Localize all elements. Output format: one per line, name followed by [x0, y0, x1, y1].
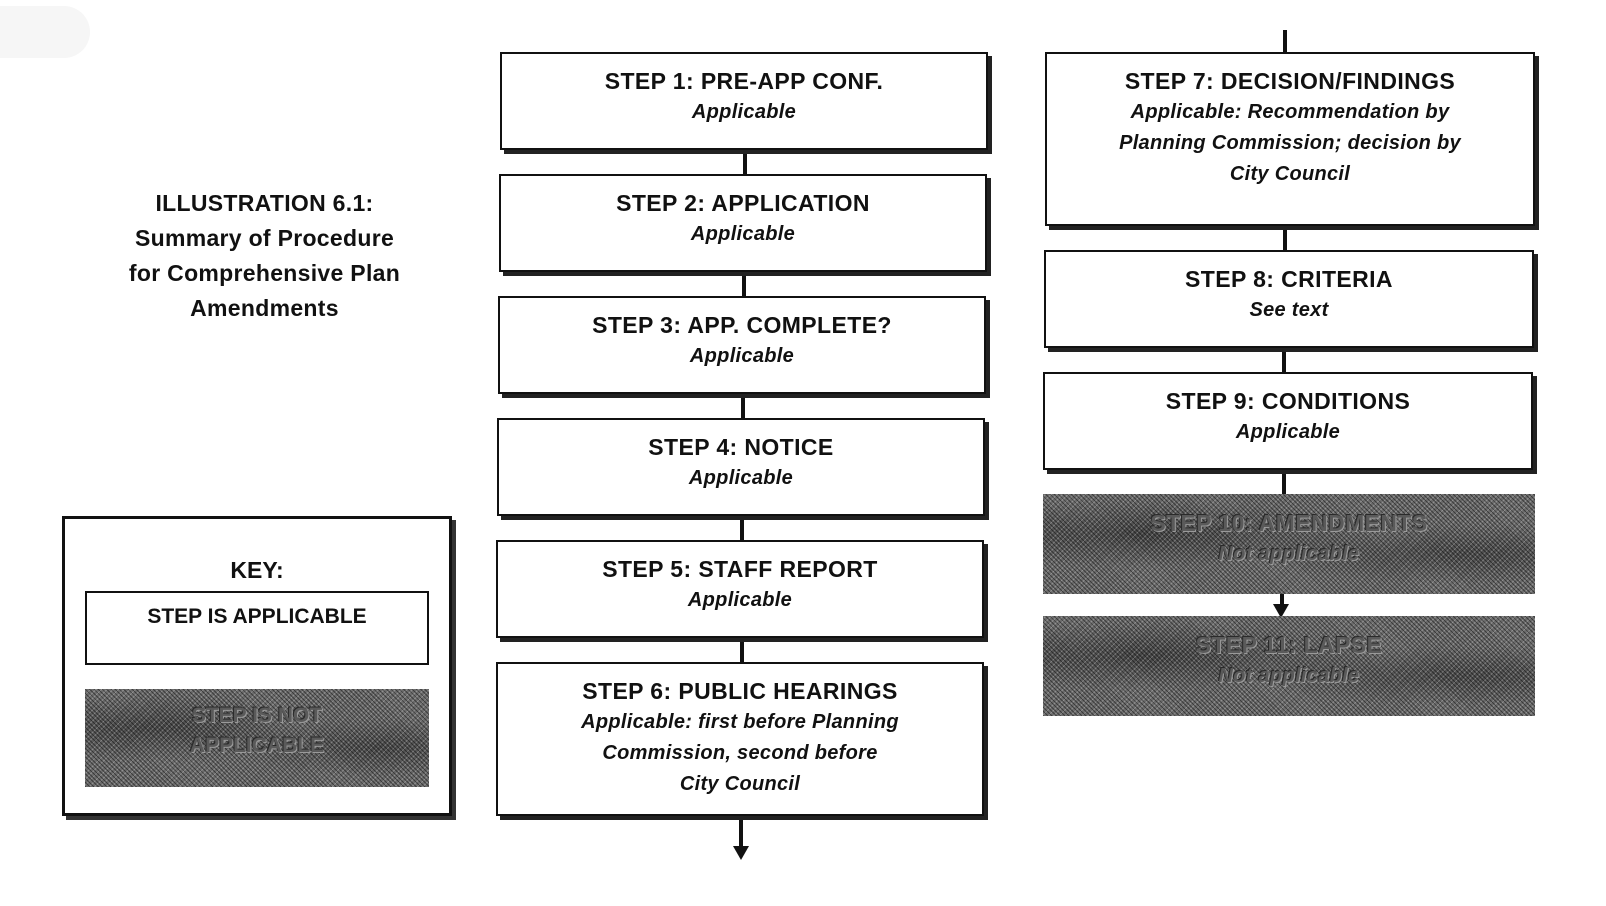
- step-detail-line: Applicable: Recommendation by: [1130, 101, 1450, 123]
- step-10-box: STEP 10: AMENDMENTS Not applicable: [1043, 494, 1535, 594]
- illustration-title: ILLUSTRATION 6.1: Summary of Procedure f…: [92, 186, 437, 326]
- legend-not-applicable-line-2: APPLICABLE: [189, 734, 325, 757]
- step-heading: STEP 5: STAFF REPORT: [602, 556, 878, 582]
- arrow-down-icon: [733, 846, 749, 860]
- legend-applicable-label: STEP IS APPLICABLE: [147, 605, 367, 628]
- title-line-1: ILLUSTRATION 6.1:: [155, 190, 374, 216]
- step-heading: STEP 3: APP. COMPLETE?: [592, 312, 892, 338]
- step-status: Applicable: [687, 589, 793, 611]
- step-status: Not applicable: [1218, 665, 1360, 687]
- step-1-box: STEP 1: PRE-APP CONF. Applicable: [500, 52, 988, 150]
- connector-1-2: [743, 150, 747, 176]
- connector-in-7: [1283, 30, 1287, 54]
- connector-2-3: [742, 272, 746, 298]
- step-3-box: STEP 3: APP. COMPLETE? Applicable: [498, 296, 986, 394]
- step-heading: STEP 6: PUBLIC HEARINGS: [582, 678, 898, 704]
- step-heading: STEP 9: CONDITIONS: [1165, 388, 1411, 414]
- step-4-box: STEP 4: NOTICE Applicable: [497, 418, 985, 516]
- step-9-box: STEP 9: CONDITIONS Applicable: [1043, 372, 1533, 470]
- connector-6-out: [739, 818, 743, 848]
- step-status: Applicable: [688, 467, 794, 489]
- step-5-box: STEP 5: STAFF REPORT Applicable: [496, 540, 984, 638]
- title-line-3: for Comprehensive Plan: [128, 260, 401, 286]
- step-heading: STEP 1: PRE-APP CONF.: [604, 68, 884, 94]
- step-detail-line: Applicable: first before Planning: [581, 711, 899, 733]
- step-heading: STEP 8: CRITERIA: [1185, 266, 1393, 292]
- step-status: See text: [1249, 299, 1329, 321]
- connector-3-4: [741, 394, 745, 420]
- step-heading: STEP 11: LAPSE: [1195, 632, 1383, 658]
- arrow-down-icon: [1273, 604, 1289, 618]
- step-2-box: STEP 2: APPLICATION Applicable: [499, 174, 987, 272]
- step-detail-line: City Council: [1229, 163, 1351, 185]
- step-detail-line: City Council: [679, 773, 801, 795]
- connector-4-5: [740, 516, 744, 542]
- step-8-box: STEP 8: CRITERIA See text: [1044, 250, 1534, 348]
- step-heading: STEP 2: APPLICATION: [616, 190, 870, 216]
- legend-applicable-swatch: STEP IS APPLICABLE: [85, 591, 429, 665]
- step-heading: STEP 7: DECISION/FINDINGS: [1124, 68, 1456, 94]
- connector-10-11: [1280, 594, 1284, 608]
- step-status: Applicable: [1235, 421, 1341, 443]
- step-heading: STEP 10: AMENDMENTS: [1150, 510, 1428, 536]
- step-heading: STEP 4: NOTICE: [648, 434, 834, 460]
- title-line-2: Summary of Procedure: [134, 225, 395, 251]
- connector-8-9: [1282, 348, 1286, 374]
- step-6-box: STEP 6: PUBLIC HEARINGS Applicable: firs…: [496, 662, 984, 816]
- step-status: Applicable: [690, 223, 796, 245]
- step-status: Applicable: [691, 101, 797, 123]
- step-11-box: STEP 11: LAPSE Not applicable: [1043, 616, 1535, 716]
- legend-key: KEY: STEP IS APPLICABLE STEP IS NOT APPL…: [62, 516, 452, 816]
- connector-9-10: [1282, 470, 1286, 496]
- step-detail-line: Commission, second before: [602, 742, 878, 764]
- title-line-4: Amendments: [190, 295, 339, 321]
- connector-7-8: [1283, 226, 1287, 252]
- scan-smudge: [0, 6, 90, 58]
- step-7-box: STEP 7: DECISION/FINDINGS Applicable: Re…: [1045, 52, 1535, 226]
- legend-not-applicable-swatch: STEP IS NOT APPLICABLE: [85, 689, 429, 787]
- legend-not-applicable-line-1: STEP IS NOT: [191, 704, 323, 727]
- legend-heading: KEY:: [230, 557, 284, 583]
- step-status: Not applicable: [1218, 543, 1360, 565]
- step-status: Applicable: [689, 345, 795, 367]
- connector-5-6: [740, 638, 744, 664]
- step-detail-line: Planning Commission; decision by: [1119, 132, 1461, 154]
